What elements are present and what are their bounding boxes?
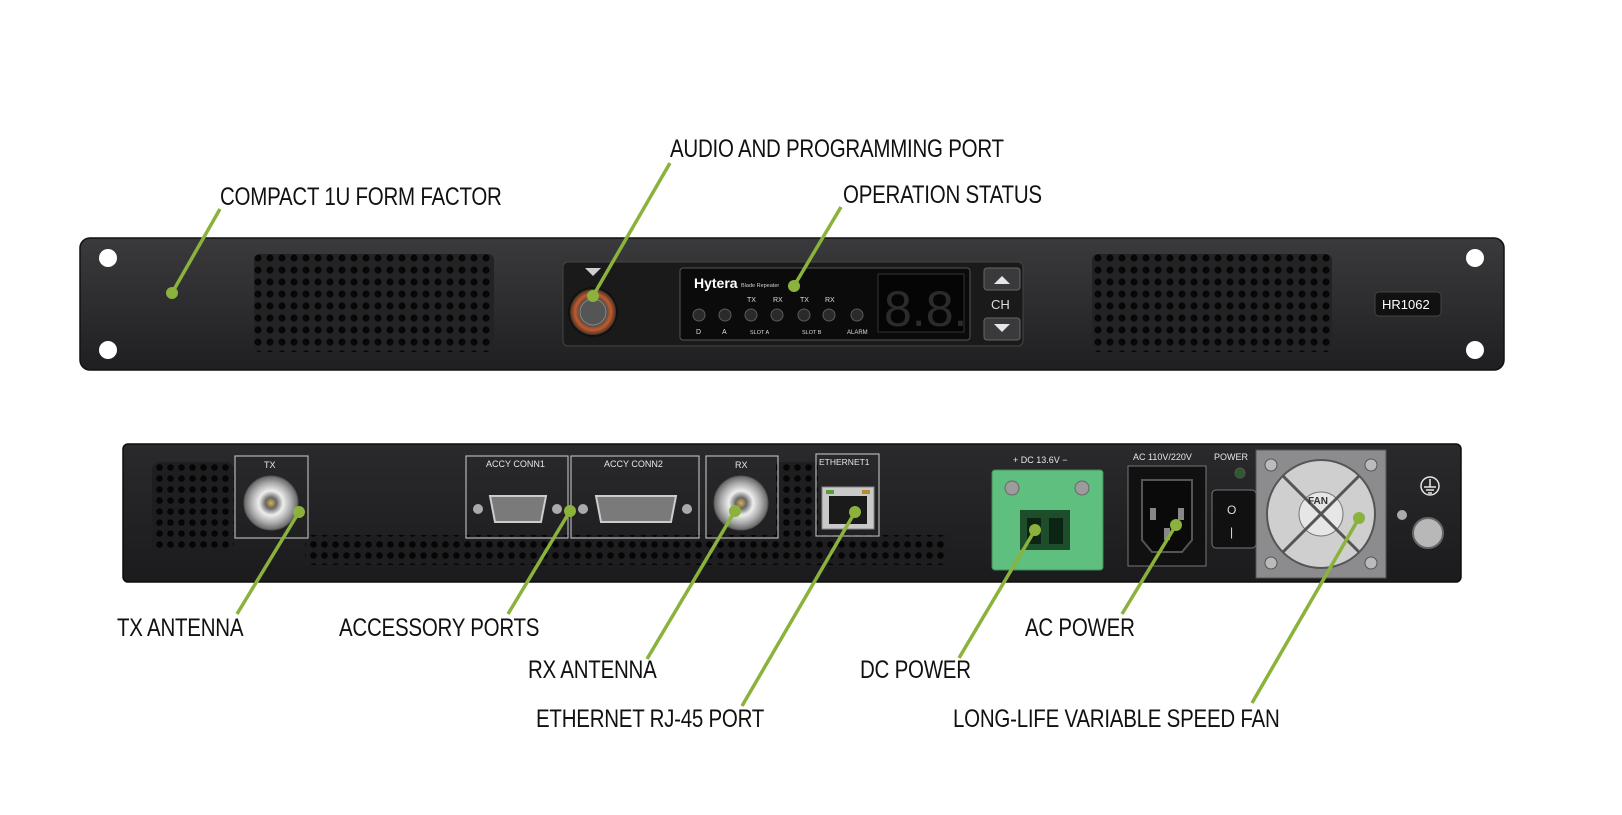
callout-accessory-ports: ACCESSORY PORTS [339, 614, 540, 642]
power-led [1234, 467, 1246, 479]
power-switch[interactable] [1211, 489, 1257, 549]
ac-power-inlet[interactable] [1141, 479, 1193, 553]
ethernet-frame [815, 453, 880, 537]
rear-vent [152, 462, 234, 552]
model-label: HR1062 [1382, 297, 1430, 312]
brand-subtitle: Blade Repeater [741, 283, 779, 289]
rack-hole [1466, 341, 1484, 359]
rx-port-frame [705, 455, 779, 539]
led-label-tx-b: TX [800, 297, 809, 304]
accy-conn1-frame [465, 455, 569, 539]
led-rx-b [822, 308, 836, 322]
led-label-rx-a: RX [773, 297, 783, 304]
callout-operation-status: OPERATION STATUS [843, 181, 1042, 209]
callout-ac-power: AC POWER [1025, 614, 1135, 642]
screw-icon [1004, 480, 1020, 496]
callout-audio-port: AUDIO AND PROGRAMMING PORT [670, 135, 1004, 163]
accy-conn2-label: ACCY CONN2 [604, 459, 663, 469]
callout-tx-antenna: TX ANTENNA [117, 614, 244, 642]
triangle-marker-icon [585, 268, 601, 276]
channel-digits: 8.8. [884, 281, 967, 337]
screw-icon [578, 504, 588, 514]
callout-rx-antenna: RX ANTENNA [528, 656, 657, 684]
rx-port-label: RX [735, 460, 748, 470]
led-label-rx-b: RX [825, 297, 835, 304]
tx-antenna-connector[interactable] [243, 475, 299, 531]
power-label: POWER [1214, 452, 1249, 462]
screw-icon [682, 504, 692, 514]
led-tx-a [744, 308, 758, 322]
callout-dc-power: DC POWER [860, 656, 971, 684]
led-rx-a [770, 308, 784, 322]
dc-label: + DC 13.6V − [1013, 455, 1068, 465]
callout-fan: LONG-LIFE VARIABLE SPEED FAN [953, 705, 1280, 733]
rear-vent [305, 535, 945, 565]
led-label-tx-a: TX [747, 297, 756, 304]
rear-vent [776, 462, 818, 540]
activity-led [862, 490, 870, 494]
rack-hole [1466, 249, 1484, 267]
led-tx-b [797, 308, 811, 322]
ac-pin [1164, 528, 1170, 540]
ac-label: AC 110V/220V [1133, 452, 1192, 462]
screw-icon [1364, 556, 1378, 570]
screw-icon [1264, 556, 1278, 570]
callout-lines [166, 162, 1365, 707]
arrow-down-icon [994, 324, 1010, 332]
front-vent-right [1092, 254, 1332, 352]
screw-icon [473, 504, 483, 514]
screw-icon [552, 504, 562, 514]
led-label-slot-b: SLOT B [802, 330, 822, 336]
tx-port-label: TX [264, 460, 276, 470]
switch-on-icon: O [1227, 503, 1236, 517]
front-vent-left [254, 254, 494, 352]
tx-port-frame [234, 455, 309, 539]
screw-icon [1264, 458, 1278, 472]
ethernet-label: ETHERNET1 [819, 457, 870, 467]
fan-label: FAN [1308, 496, 1328, 507]
switch-off-icon: | [1230, 525, 1233, 539]
channel-display [877, 273, 965, 333]
screw-icon [1364, 458, 1378, 472]
model-badge [1374, 291, 1442, 317]
ethernet-jack-opening [829, 496, 867, 524]
link-led [826, 490, 834, 494]
led-label-slot-a: SLOT A [750, 330, 769, 336]
ch-label: CH [991, 297, 1010, 312]
ac-pin [1150, 508, 1156, 520]
rack-hole [99, 249, 117, 267]
screw-icon [1074, 480, 1090, 496]
accy-conn2-frame [570, 455, 700, 539]
ground-terminal[interactable] [1412, 517, 1444, 549]
accy-conn2-port[interactable] [594, 495, 678, 523]
audio-port-center [579, 298, 607, 326]
rx-antenna-connector[interactable] [713, 475, 769, 531]
led-label-alarm: ALARM [847, 330, 868, 336]
callout-ethernet-port: ETHERNET RJ-45 PORT [536, 705, 765, 733]
dc-pin [1049, 518, 1063, 544]
led-alarm [850, 308, 864, 322]
screw-icon [1397, 510, 1407, 520]
rear-panel: TX ACCY CONN1 ACCY CONN2 RX ETHERNET1 [122, 443, 1462, 583]
arrow-up-icon [994, 276, 1010, 284]
front-panel: Hytera Blade Repeater TX RX TX RX D A SL… [79, 237, 1505, 371]
ac-pin [1178, 508, 1184, 520]
led-label-a: A [722, 329, 727, 336]
led-label-d: D [696, 329, 701, 336]
accy-conn1-port[interactable] [488, 495, 548, 523]
accy-conn1-label: ACCY CONN1 [486, 459, 545, 469]
led-d [692, 308, 706, 322]
ground-icon [1420, 476, 1440, 496]
status-leds [692, 308, 864, 322]
brand-logo: Hytera [694, 275, 738, 291]
rack-hole [99, 341, 117, 359]
callout-compact: COMPACT 1U FORM FACTOR [220, 183, 502, 211]
led-a [718, 308, 732, 322]
